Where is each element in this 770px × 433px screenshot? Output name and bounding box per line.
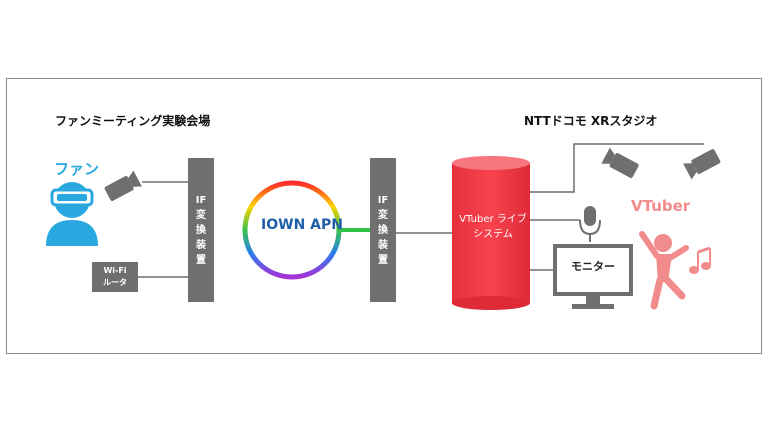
- monitor-label: モニター: [571, 260, 615, 273]
- vtuber-system-cylinder: [452, 156, 530, 310]
- wifi-router: Wi-Fi ルータ: [92, 262, 138, 292]
- right-if-label: IF変換装置: [377, 194, 389, 266]
- left-if-converter: IF変換装置: [188, 158, 214, 302]
- camera-icon: [683, 149, 721, 180]
- vtuber-system-label: VTuber ライブ システム: [459, 214, 527, 240]
- right-if-converter: IF変換装置: [370, 158, 396, 302]
- wifi-label: Wi-Fi ルータ: [103, 266, 127, 287]
- monitor-icon: [553, 244, 633, 309]
- iown-apn-ring: [242, 180, 342, 280]
- left-site-title: ファンミーティング実験会場: [55, 114, 211, 128]
- microphone-icon: [579, 206, 601, 242]
- camera-icon: [104, 170, 142, 201]
- music-note-icon: [689, 246, 711, 274]
- iown-apn-label: IOWN APN: [261, 217, 343, 233]
- camera-icon: [601, 147, 639, 178]
- person-vr-icon: [46, 182, 98, 246]
- vtuber-label: VTuber: [631, 197, 691, 215]
- dancing-person-icon: [639, 231, 689, 310]
- right-site-title: NTTドコモ XRスタジオ: [524, 114, 658, 128]
- left-if-label: IF変換装置: [195, 194, 207, 266]
- fan-label: ファン: [54, 160, 100, 178]
